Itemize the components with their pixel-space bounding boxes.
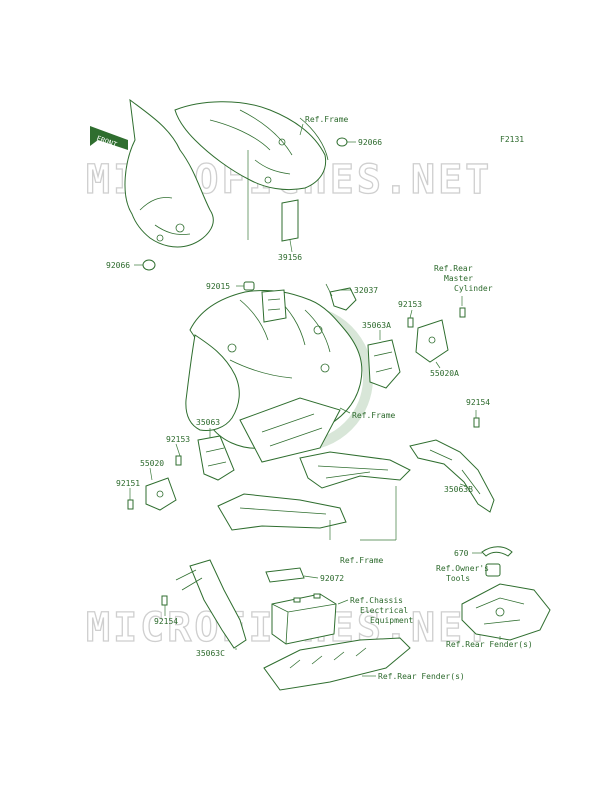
- rear-fender-lower: [263, 637, 411, 691]
- label-ref-rear-fender-b: Ref.Rear Fender(s): [378, 672, 465, 681]
- label-35063C: 35063C: [196, 649, 225, 658]
- label-92153-b: 92153: [166, 435, 190, 444]
- part-bracket-upper: [261, 289, 287, 323]
- part-35063B-footpeg-bracket: [409, 439, 495, 513]
- part-92066-cap-a: [336, 137, 348, 147]
- label-ref-frame-low: Ref.Frame: [340, 556, 384, 565]
- label-92066-a: 92066: [358, 138, 382, 147]
- label-ref-rear-master-3: Cylinder: [454, 284, 493, 293]
- main-frame-assembly: [185, 289, 363, 463]
- part-92153-bolt-top: [459, 307, 466, 318]
- label-ref-frame-mid: Ref.Frame: [352, 411, 396, 420]
- rear-fender-upper: [461, 583, 551, 641]
- label-55020: 55020: [140, 459, 164, 468]
- label-35063B: 35063B: [444, 485, 473, 494]
- part-92154-bolt-b: [161, 595, 168, 606]
- part-92015-grommet: [243, 281, 255, 291]
- label-32037: 32037: [354, 286, 378, 295]
- frame-lower-rail: [217, 493, 347, 531]
- label-ref-chassis-2: Electrical: [360, 606, 408, 615]
- label-ref-frame-top: Ref.Frame: [305, 115, 349, 124]
- front-arrow-icon: FRONT: [90, 126, 128, 150]
- part-35063-bracket: [197, 435, 235, 481]
- diagram-code: F2131: [500, 135, 524, 144]
- label-ref-rear-fender-a: Ref.Rear Fender(s): [446, 640, 533, 649]
- battery: [271, 593, 337, 645]
- label-92151: 92151: [116, 479, 140, 488]
- frame-subframe-rail: [299, 451, 411, 489]
- part-92072-strap: [265, 567, 305, 583]
- part-35063A-bracket: [367, 339, 401, 389]
- label-ref-owners-2: Tools: [446, 574, 470, 583]
- label-92154-b: 92154: [154, 617, 178, 626]
- label-55020A: 55020A: [430, 369, 459, 378]
- label-92066-b: 92066: [106, 261, 130, 270]
- label-ref-chassis-1: Ref.Chassis: [350, 596, 403, 605]
- label-35063: 35063: [196, 418, 220, 427]
- label-ref-rear-master-2: Master: [444, 274, 473, 283]
- label-35063A: 35063A: [362, 321, 391, 330]
- label-92154-a: 92154: [466, 398, 490, 407]
- label-670: 670: [454, 549, 469, 558]
- front-frame-assembly: [124, 98, 329, 248]
- part-92154-bolt-a: [473, 417, 480, 428]
- label-92072: 92072: [320, 574, 344, 583]
- part-35063C-bracket: [175, 559, 247, 649]
- label-92153-a: 92153: [398, 300, 422, 309]
- label-ref-rear-master-1: Ref.Rear: [434, 264, 473, 273]
- label-ref-chassis-3: Equipment: [370, 616, 414, 625]
- part-55020-guard: [145, 477, 177, 511]
- owners-tool-pouch: [485, 563, 501, 577]
- part-92066-cap-b: [142, 259, 156, 271]
- part-55020A-guard: [415, 319, 449, 363]
- part-670-band: [481, 546, 513, 557]
- label-92015: 92015: [206, 282, 230, 291]
- part-92153-bolt-b: [175, 455, 182, 466]
- label-39156: 39156: [278, 253, 302, 262]
- leader-lines: [129, 123, 501, 677]
- part-92151-bolt: [127, 499, 134, 510]
- part-labels: Ref.Frame 92066 92066 39156 92015 32037 …: [106, 115, 533, 681]
- part-32037-bracket: [325, 283, 357, 311]
- part-39156-sticker: [281, 199, 299, 242]
- part-92153-bolt-a: [407, 317, 414, 328]
- label-ref-owners-1: Ref.Owner's: [436, 564, 489, 573]
